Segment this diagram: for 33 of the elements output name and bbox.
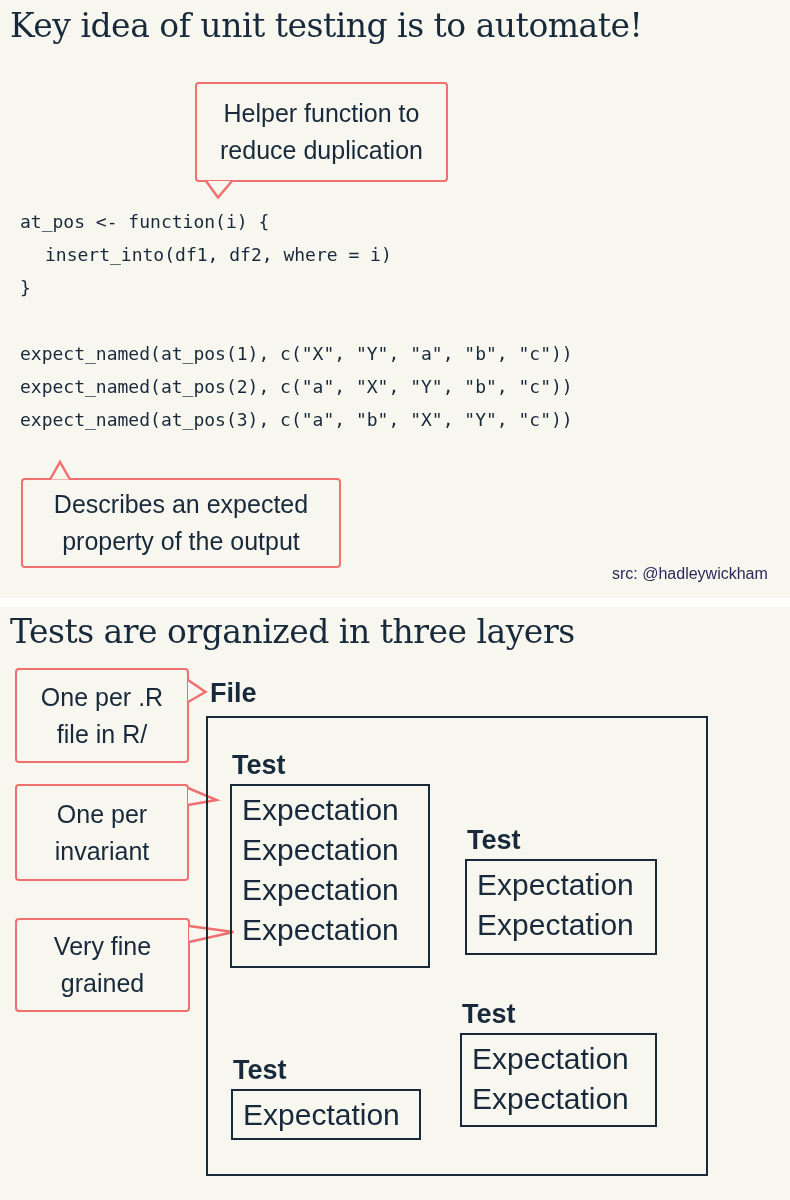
callout-box [15,918,190,1012]
code-line: insert_into(df1, df2, where = i) [45,244,392,265]
callout-box [195,82,448,182]
callout-box [21,478,341,568]
callout-text: Describes an expected property of the output [52,489,310,557]
slide-title: Key idea of unit testing is to automate! [10,6,643,45]
source-credit: src: @hadleywickham [612,565,768,583]
expectation-text: Expectation [242,1097,401,1133]
callout-text: One per .R file in R/ [39,681,165,750]
callout-text: Very fine grained [52,931,153,999]
expectation-text: Expectation [241,792,400,828]
expectation-text: Expectation [241,832,400,868]
expectation-text: Expectation [476,907,635,943]
code-line: at_pos <- function(i) { [20,211,270,232]
expectation-text: Expectation [241,872,400,908]
expectation-text: Expectation [471,1041,630,1077]
expectation-text: Expectation [476,867,635,903]
expectation-text: Expectation [241,912,400,948]
file-heading: File [210,678,257,709]
code-line: } [20,277,31,298]
code-line: expect_named(at_pos(2), c("a", "X", "Y", "b", "c")) [20,376,573,397]
callout-box [15,668,189,763]
expectation-text: Expectation [471,1081,630,1117]
callout-box [15,784,189,881]
slide-title: Tests are organized in three layers [10,612,575,651]
test-heading: Test [467,825,521,856]
callout-text: Helper function to reduce duplication [219,98,424,166]
code-line: expect_named(at_pos(3), c("a", "b", "X", "Y", "c")) [20,409,573,430]
test-heading: Test [232,750,286,781]
test-heading: Test [462,999,516,1030]
callout-text: One per invariant [53,798,151,867]
code-line: expect_named(at_pos(1), c("X", "Y", "a", "b", "c")) [20,343,573,364]
test-heading: Test [233,1055,287,1086]
